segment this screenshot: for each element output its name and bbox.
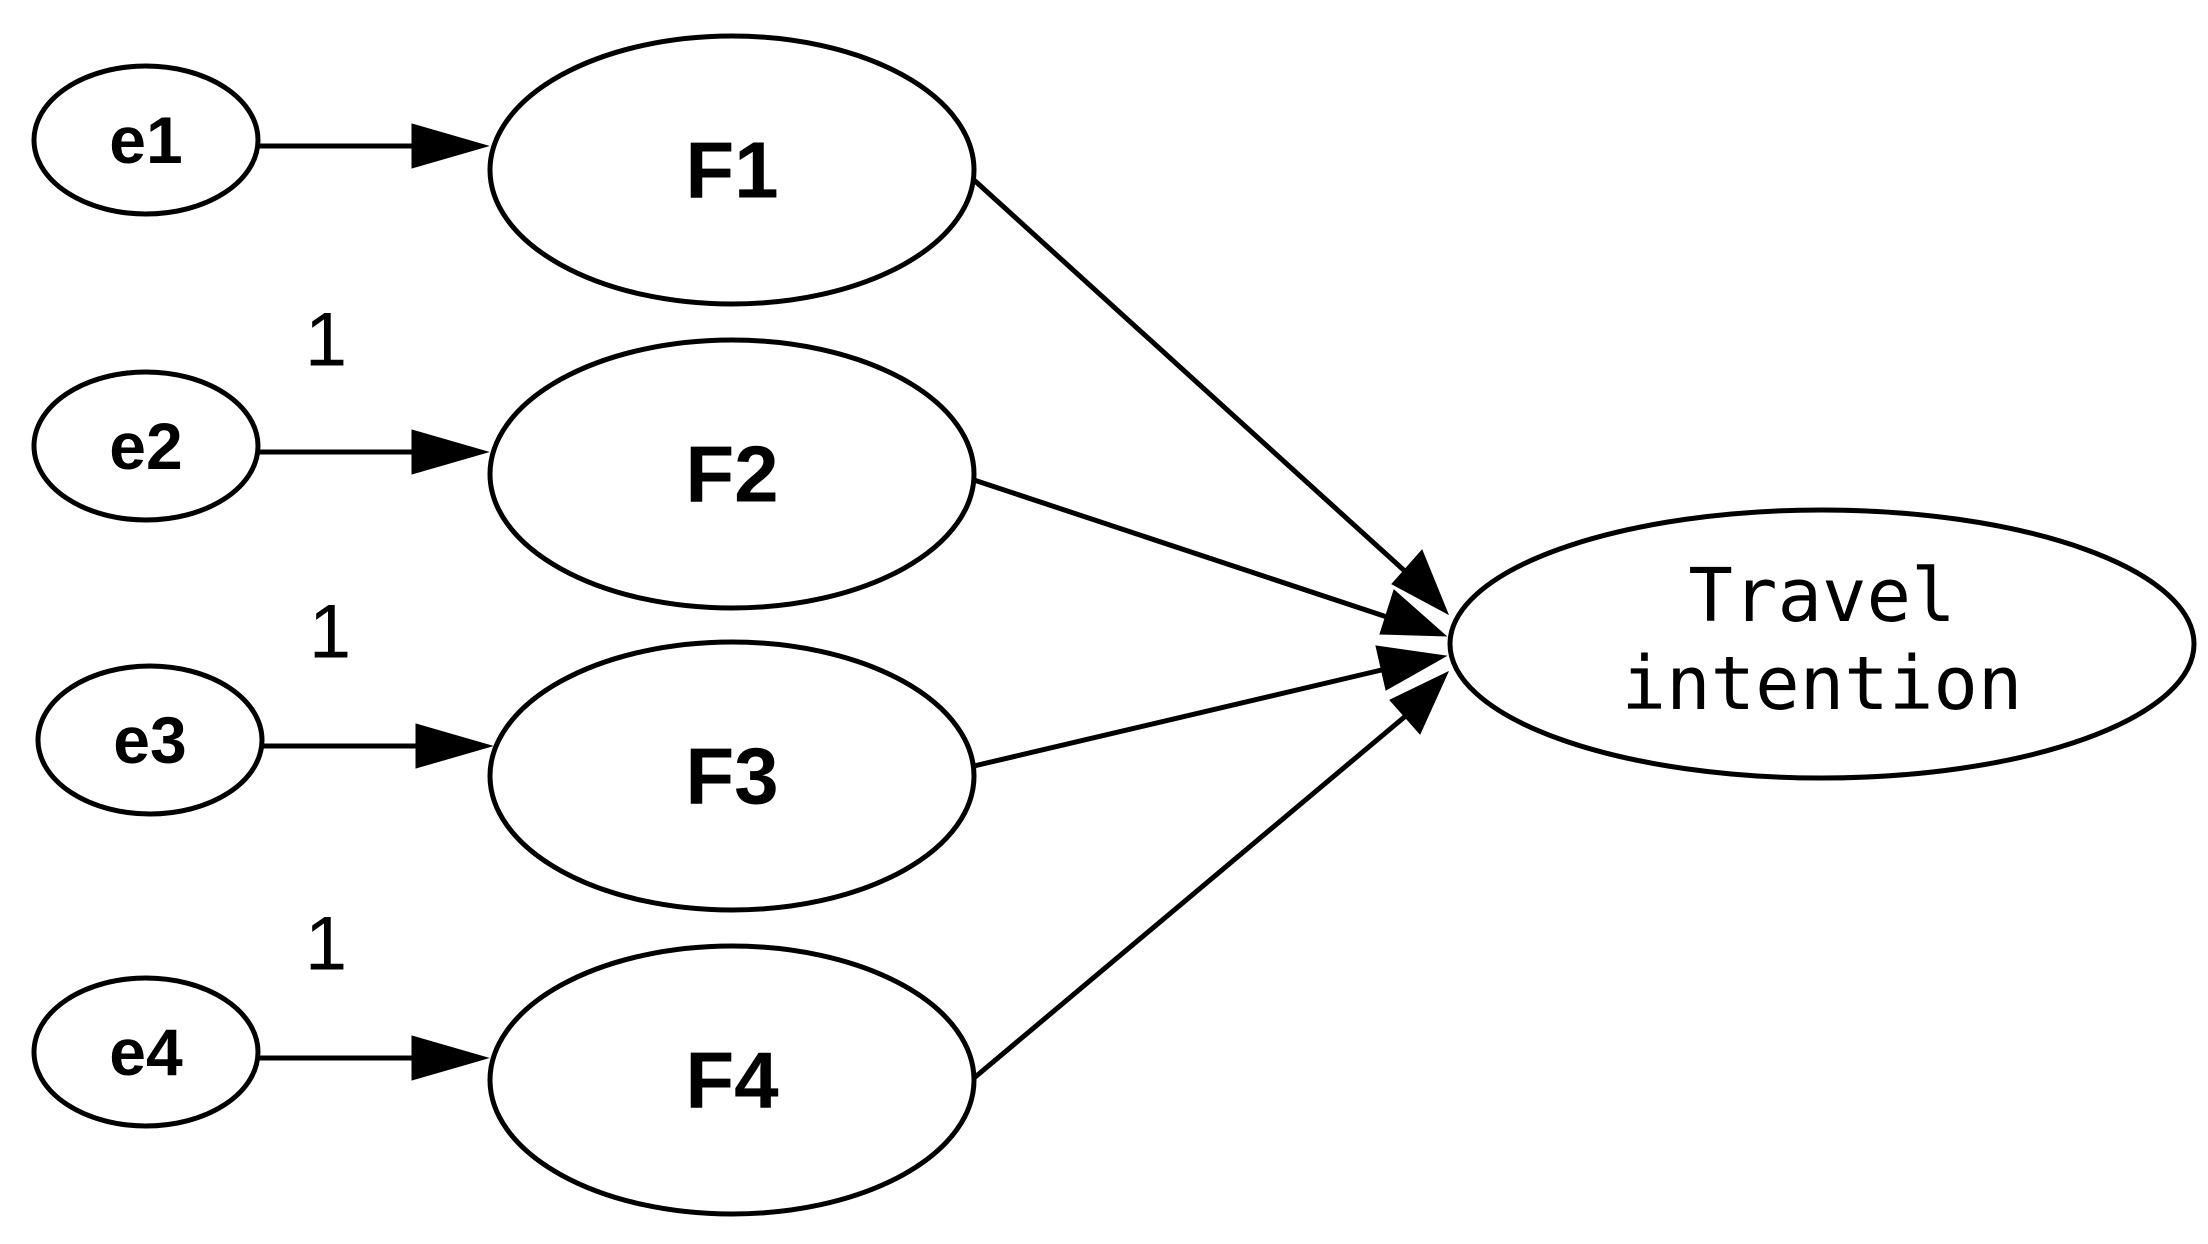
error-node-e2: e2 bbox=[31, 369, 261, 523]
edge-f2-outcome bbox=[973, 477, 1448, 637]
edge-e3-f3 bbox=[262, 723, 494, 769]
arrowhead bbox=[1389, 670, 1450, 735]
factor-nodes: F1 F2 F3 F4 bbox=[487, 33, 977, 1217]
factor-node-f3: F3 bbox=[487, 639, 977, 913]
factor-node-f2: F2 bbox=[487, 337, 977, 611]
arrowhead bbox=[411, 123, 490, 169]
arrowhead bbox=[415, 723, 494, 769]
error-to-factor-edges bbox=[258, 123, 494, 1081]
factor-label: F4 bbox=[685, 1036, 779, 1125]
factor-node-f4: F4 bbox=[487, 943, 977, 1217]
error-label: e1 bbox=[109, 103, 182, 177]
factor-label: F2 bbox=[685, 430, 778, 519]
path-weight: 1 bbox=[309, 590, 351, 675]
arrowhead bbox=[411, 429, 490, 475]
error-node-e1: e1 bbox=[31, 63, 261, 217]
edge-f4-outcome bbox=[972, 670, 1450, 1080]
edge-e2-f2 bbox=[258, 429, 490, 475]
outcome-node-travel-intention: Travel intention bbox=[1447, 507, 2197, 781]
factor-node-f1: F1 bbox=[487, 33, 977, 307]
path-weight: 1 bbox=[305, 902, 347, 987]
edge-f1-outcome bbox=[972, 178, 1449, 616]
arrowhead bbox=[1391, 549, 1449, 616]
edge-e4-f4 bbox=[258, 1035, 490, 1081]
error-node-e3: e3 bbox=[35, 663, 265, 817]
factor-label: F1 bbox=[685, 126, 778, 215]
error-label: e2 bbox=[109, 409, 182, 483]
error-label: e4 bbox=[109, 1015, 183, 1089]
arrowhead bbox=[1375, 645, 1448, 691]
outcome-label-line2: intention bbox=[1622, 641, 2023, 727]
arrowhead bbox=[411, 1035, 490, 1081]
arrowhead bbox=[1379, 589, 1448, 637]
edge-e1-f1 bbox=[258, 123, 490, 169]
path-weight: 1 bbox=[305, 298, 347, 383]
error-node-e4: e4 bbox=[31, 975, 261, 1129]
path-weight-labels: 1 1 1 bbox=[305, 298, 351, 987]
error-term-nodes: e1 e2 e3 e4 bbox=[31, 63, 265, 1129]
factor-label: F3 bbox=[685, 732, 778, 821]
outcome-label-line1: Travel bbox=[1688, 553, 1955, 639]
error-label: e3 bbox=[113, 703, 186, 777]
edge-f3-outcome bbox=[973, 645, 1448, 769]
factor-to-outcome-edges bbox=[972, 178, 1450, 1080]
